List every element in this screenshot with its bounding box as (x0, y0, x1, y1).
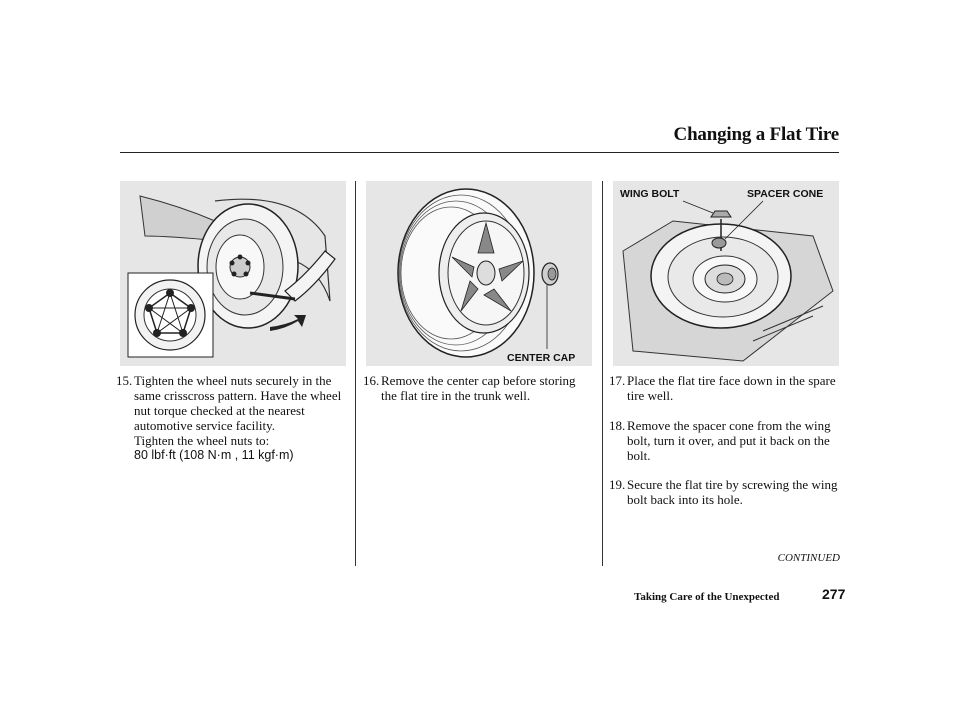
step-number: 16. (363, 373, 380, 388)
step-subtext: Tighten the wheel nuts to: (134, 433, 270, 448)
step-text: Remove the center cap before storing the… (381, 373, 576, 403)
center-cap-label: CENTER CAP (507, 352, 575, 364)
spare-well-drawing: WING BOLT SPACER CONE (620, 188, 834, 362)
column-divider-2 (602, 181, 603, 566)
step-18: 18. Remove the spacer cone from the wing… (609, 418, 839, 463)
footer-section-title: Taking Care of the Unexpected (634, 591, 780, 603)
column-divider-1 (355, 181, 356, 566)
page-title: Changing a Flat Tire (673, 124, 840, 145)
step-text: Place the flat tire face down in the spa… (627, 373, 836, 403)
page-number: 277 (822, 586, 846, 602)
step-number: 15. (116, 373, 133, 388)
step-text: Tighten the wheel nuts securely in the s… (134, 373, 342, 433)
illustration-tighten-nuts (120, 181, 346, 366)
step-16: 16. Remove the center cap before storing… (363, 373, 583, 403)
illustration-center-cap: CENTER CAP (366, 181, 592, 366)
continued-note: CONTINUED (777, 552, 840, 564)
step-text: Secure the flat tire by screwing the win… (627, 477, 838, 507)
step-number: 19. (609, 477, 626, 492)
title-rule (120, 152, 839, 153)
step-number: 17. (609, 373, 626, 388)
torque-spec: 80 lbf·ft (108 N·m , 11 kgf·m) (134, 448, 294, 462)
spacer-cone-label: SPACER CONE (747, 188, 823, 200)
step-19: 19. Secure the flat tire by screwing the… (609, 477, 839, 507)
step-15: 15. Tighten the wheel nuts securely in t… (116, 373, 348, 463)
step-text: Remove the spacer cone from the wing bol… (627, 418, 831, 463)
step-17: 17. Place the flat tire face down in the… (609, 373, 839, 403)
illustration-spare-well: WING BOLT SPACER CONE (613, 181, 839, 366)
wing-bolt-label: WING BOLT (620, 188, 680, 200)
step-number: 18. (609, 418, 626, 433)
center-cap-drawing: CENTER CAP (397, 188, 575, 364)
tighten-nuts-drawing (127, 195, 336, 358)
